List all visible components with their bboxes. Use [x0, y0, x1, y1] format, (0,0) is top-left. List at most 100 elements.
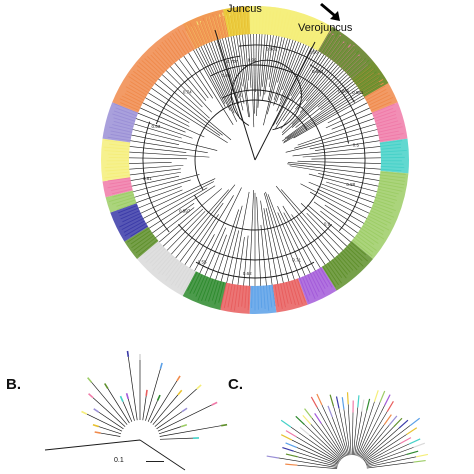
tip-label-mark [372, 204, 393, 214]
panel-c-tip [383, 414, 392, 425]
tree-branch [241, 34, 249, 92]
panel-c-branch [359, 411, 388, 458]
tip-label-mark [264, 10, 268, 35]
tip-label-mark [350, 241, 367, 256]
tip-label-mark [271, 284, 276, 307]
panel-b-tip [126, 350, 130, 358]
tip-label-mark [347, 58, 367, 76]
tree-branch [320, 210, 355, 238]
tip-label-mark [237, 285, 242, 307]
tree-branch [138, 189, 183, 209]
tree-branch [174, 62, 207, 101]
tip-label-mark [354, 68, 376, 85]
tip-label-mark [136, 65, 157, 82]
panel-c-tip [341, 397, 345, 410]
tree-branch [313, 201, 358, 234]
tip-label-mark [177, 28, 192, 52]
tree-branch [295, 81, 354, 128]
tip-label-mark [121, 95, 142, 106]
tip-label-mark [349, 59, 370, 78]
tip-label-mark [377, 126, 403, 133]
tip-label-mark [367, 215, 388, 226]
panel-c-branch [297, 464, 338, 469]
tip-label-mark [354, 237, 374, 253]
tip-label-mark [369, 96, 394, 109]
panel-b-label: B. [6, 376, 21, 393]
tip-label-mark [309, 273, 320, 293]
tip-label-mark [337, 45, 355, 66]
tree-branch [158, 78, 232, 141]
tree-branch [287, 162, 381, 170]
tree-branch [283, 92, 362, 143]
panel-c-branch [351, 412, 354, 456]
tip-label-mark [107, 182, 132, 189]
tip-label-mark [358, 74, 379, 89]
panel-b-tip [159, 362, 163, 369]
support-value: 0.5 [353, 143, 360, 148]
tree-branch [308, 173, 378, 193]
tip-label-mark [274, 284, 279, 307]
tip-label-mark [130, 81, 149, 94]
tip-label-mark [125, 86, 146, 99]
clade-wedge [102, 177, 133, 198]
tip-label-mark [143, 241, 160, 256]
tree-branch [282, 42, 302, 91]
tip-label-mark [227, 283, 233, 308]
tip-label-mark [321, 34, 334, 54]
panel-b-branch [86, 413, 123, 432]
tip-label-mark [324, 264, 339, 286]
tip-label-mark [182, 30, 194, 51]
panel-c-branch [363, 427, 400, 461]
tip-label-mark [342, 250, 360, 268]
tree-branch [273, 40, 296, 106]
tip-label-mark [361, 81, 380, 94]
tip-label-mark [307, 274, 319, 297]
tree-branch [268, 35, 277, 80]
tree-branch [166, 70, 203, 108]
tip-label-mark [154, 49, 171, 67]
tree-branch [282, 205, 321, 268]
panel-c-tip [314, 413, 322, 424]
tree-branch [195, 48, 226, 104]
tree-branch [301, 59, 332, 99]
panel-c-branch [331, 416, 348, 457]
tip-label-mark [340, 251, 358, 271]
tree-branch [320, 83, 356, 111]
tip-label-mark [225, 11, 232, 37]
tip-label-mark [301, 276, 311, 296]
panel-b-branch [145, 368, 161, 421]
tip-label-mark [285, 281, 293, 305]
tree-branch [226, 230, 240, 283]
tree-branch [300, 203, 348, 247]
tree-branch [193, 49, 226, 107]
tip-label-mark [303, 25, 312, 45]
tip-label-mark [371, 103, 395, 114]
tree-branch [281, 70, 344, 133]
tree-branch [267, 194, 301, 278]
tip-label-mark [270, 12, 275, 36]
panel-b-tip [180, 424, 188, 428]
support-value: 0.707 [227, 59, 239, 64]
panel-c-tip [310, 396, 318, 408]
support-value: 0.71 [292, 258, 301, 263]
tip-label-mark [131, 232, 153, 249]
tip-label-mark [115, 107, 138, 117]
tree-branch [283, 212, 316, 271]
tree-branch [277, 212, 306, 276]
tip-label-mark [127, 227, 150, 243]
tree-branch [154, 83, 223, 136]
tree-branch [175, 184, 236, 259]
panel-b-tip [93, 408, 100, 413]
panel-c-tip [398, 419, 409, 429]
support-value: 0.88 [346, 182, 355, 187]
tree-branch [253, 34, 255, 114]
tree-branch [142, 102, 190, 127]
tree-branch [297, 118, 375, 146]
tip-label-mark [375, 196, 396, 204]
tip-label-mark [113, 120, 134, 128]
tree-branch [291, 72, 347, 125]
tree-branch [136, 186, 182, 203]
panel-c-branch [321, 423, 344, 458]
tip-label-mark [319, 267, 333, 288]
panel-c-tip [280, 419, 292, 428]
